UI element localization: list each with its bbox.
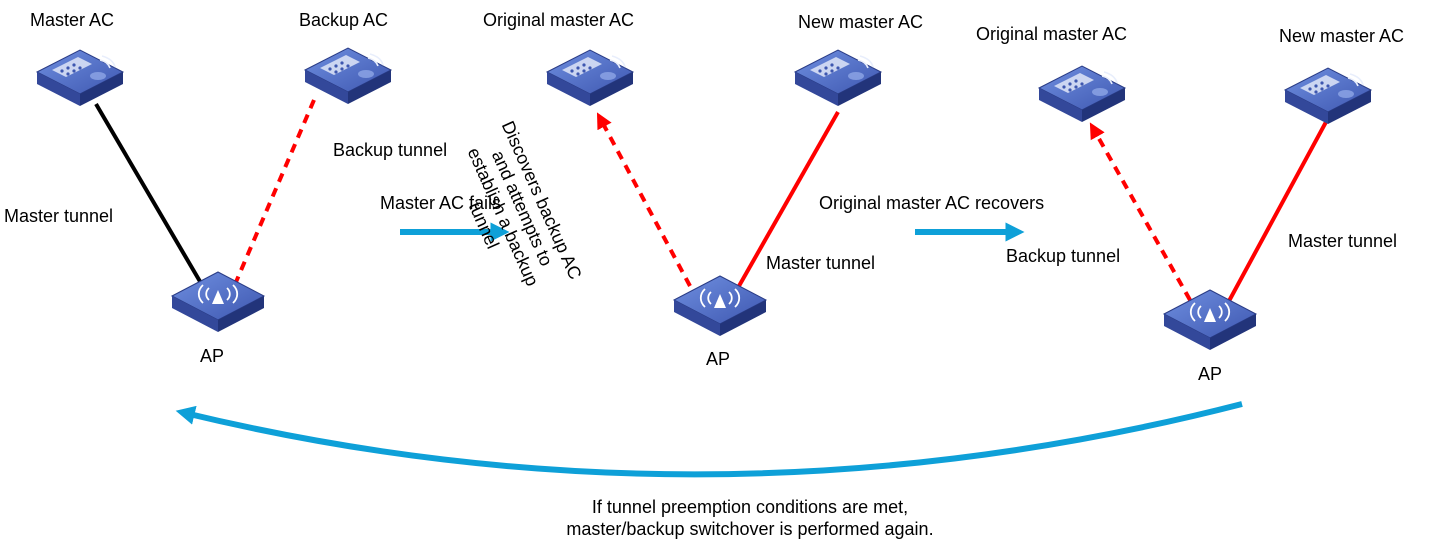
panel3-master-tunnel-line: [1227, 121, 1328, 302]
transition-label-original-master-recovers: Original master AC recovers: [819, 193, 1045, 213]
ac-device-icon: [546, 49, 634, 107]
ac-device-icon: [304, 47, 392, 105]
panel3-ap-label: AP: [1198, 364, 1223, 384]
ac-device-icon: [794, 49, 882, 107]
panel2-backup-attempt-line: [596, 112, 692, 287]
panel2-new-master-ac-label: New master AC: [798, 12, 924, 32]
panel3-new-master-ac-label: New master AC: [1279, 26, 1405, 46]
panel2-ap-label: AP: [706, 349, 731, 369]
panel1-backup-tunnel-label: Backup tunnel: [333, 140, 448, 160]
panel1-backup-ac-label: Backup AC: [299, 10, 389, 30]
panel3-master-tunnel-label: Master tunnel: [1288, 231, 1398, 251]
panel3-backup-tunnel-line: [1089, 122, 1192, 301]
switchover-loop-arrow: [175, 401, 1243, 478]
panel1-master-tunnel-line: [94, 102, 207, 292]
transition-label-master-ac-fails: Master AC fails: [380, 193, 502, 213]
panel2-master-tunnel-label: Master tunnel: [766, 253, 876, 273]
panel1-backup-tunnel-line: [231, 99, 316, 290]
caption-line: master/backup switchover is performed ag…: [566, 519, 934, 539]
ac-device-icon: [1284, 67, 1372, 125]
caption-line: If tunnel preemption conditions are met,: [591, 497, 909, 517]
panel3-original-master-ac-label: Original master AC: [976, 24, 1128, 44]
loop-caption: If tunnel preemption conditions are met,…: [470, 496, 1030, 540]
panel1-ap-label: AP: [200, 346, 225, 366]
ac-device-icon: [36, 49, 124, 107]
panel1-master-ac-label: Master AC: [30, 10, 115, 30]
panel3-backup-tunnel-label: Backup tunnel: [1006, 246, 1121, 266]
panel1-master-tunnel-label: Master tunnel: [4, 206, 114, 226]
panel2-new-master-tunnel-line: [737, 111, 840, 287]
ap-device-icon: [1163, 289, 1257, 351]
ap-device-icon: [171, 271, 265, 333]
ac-device-icon: [1038, 65, 1126, 123]
panel2-original-master-ac-label: Original master AC: [483, 10, 635, 30]
